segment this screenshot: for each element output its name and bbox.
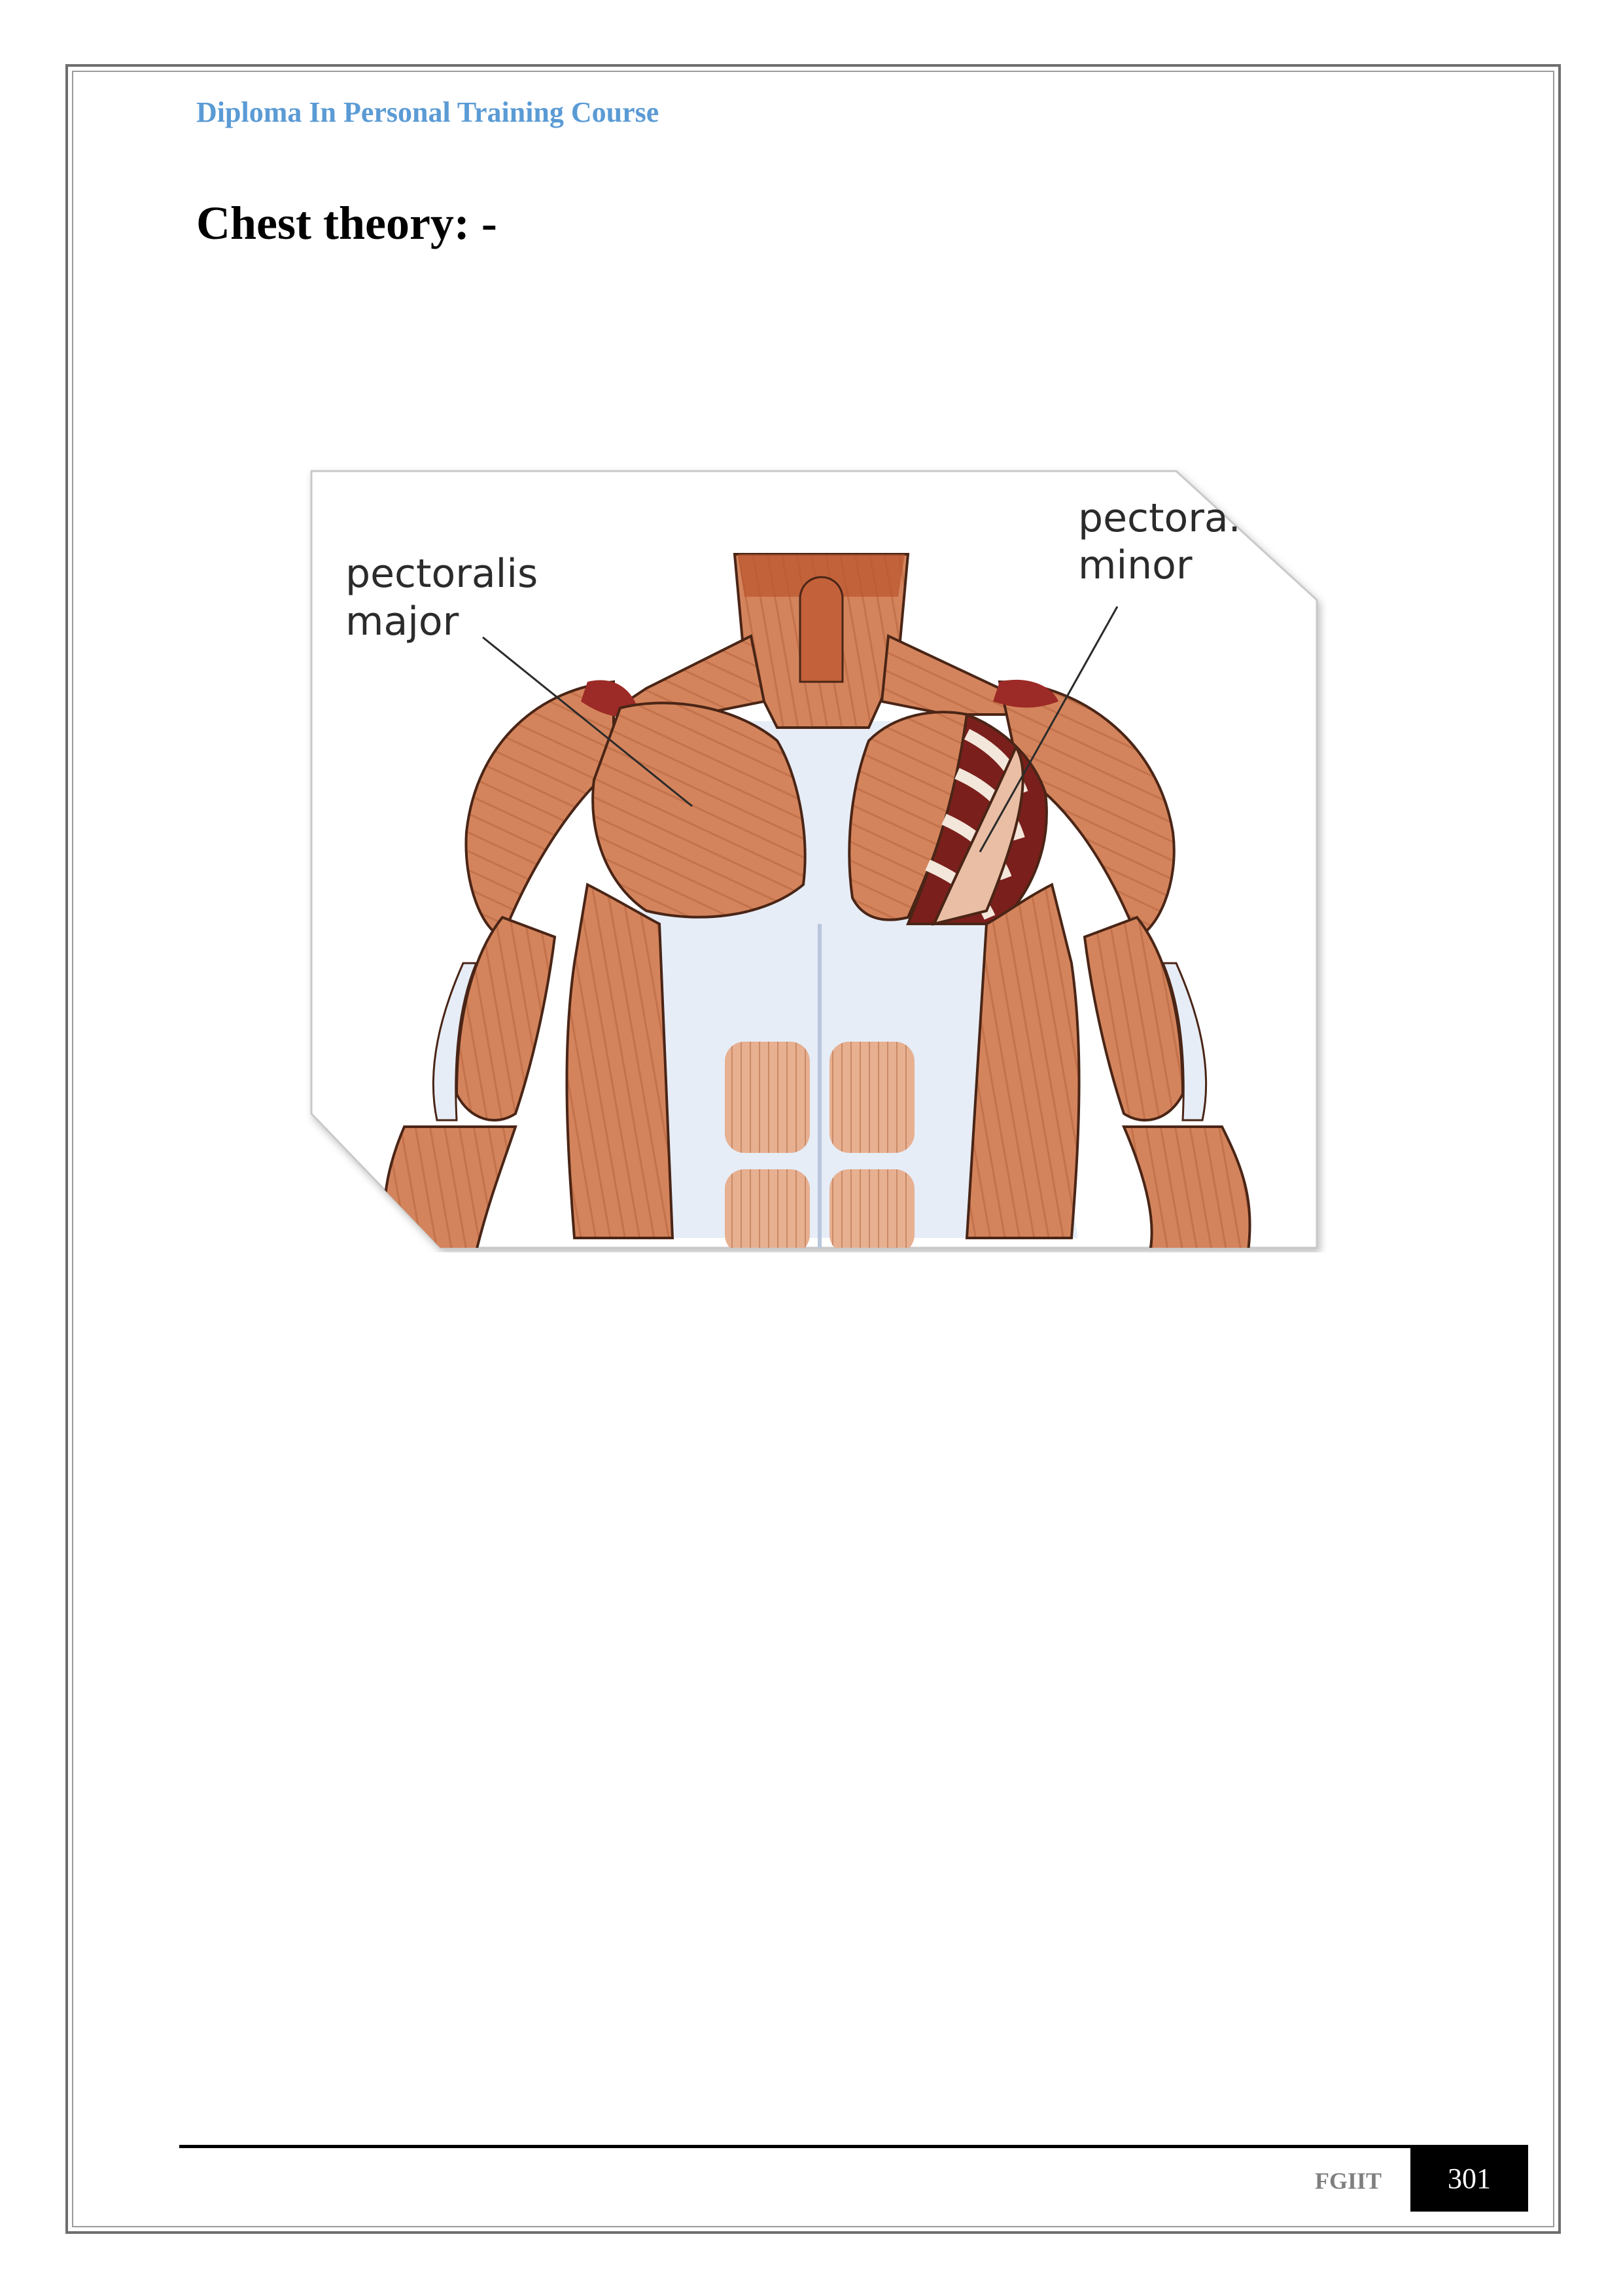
- abs-upper-left: [725, 1042, 810, 1153]
- forearm-left: [383, 1125, 517, 1248]
- running-header: Diploma In Personal Training Course: [196, 96, 659, 128]
- biceps-left: [455, 915, 557, 1122]
- neck-top-dark: [738, 554, 905, 597]
- deltoid-right-cap: [993, 679, 1058, 708]
- section-heading: Chest theory: -: [196, 197, 497, 249]
- chest-muscle-illustration: pectoralis major pectora. minor: [310, 470, 1318, 1249]
- abs-lower-left: [725, 1169, 810, 1248]
- label-pectoralis-minor-line1: pectora.: [1078, 495, 1241, 541]
- triceps-left: [432, 962, 478, 1122]
- deltoid-left: [464, 680, 615, 939]
- leader-line-pectoralis-major: [482, 636, 693, 807]
- label-pectoralis-major-line2: major: [345, 599, 459, 645]
- serratus-right: [965, 883, 1081, 1239]
- label-pectoralis-major-line1: pectoralis: [345, 551, 538, 597]
- page-number: 301: [1410, 2145, 1528, 2212]
- page-border-outer: [65, 64, 1561, 2234]
- leader-line-pectoralis-minor: [979, 606, 1119, 853]
- abs-upper-right: [829, 1042, 915, 1153]
- footer-rule: [179, 2145, 1528, 2148]
- neck-center: [799, 576, 844, 683]
- deltoid-right: [998, 680, 1176, 939]
- serratus-left: [565, 882, 674, 1239]
- forearm-right: [1121, 1125, 1251, 1248]
- label-pectoralis-minor-line2: minor: [1078, 542, 1193, 588]
- pectoralis-major-right: [848, 711, 969, 921]
- pectoralis-minor: [932, 744, 1024, 926]
- pectoralis-major-left: [591, 701, 807, 919]
- footer-label: FGIIT: [1315, 2168, 1382, 2194]
- chest-muscle-figure: pectoralis major pectora. minor: [306, 466, 1327, 1252]
- triceps-right: [1161, 962, 1208, 1122]
- page-border-inner: [72, 71, 1554, 2227]
- biceps-right: [1083, 915, 1185, 1122]
- abs-lower-right: [829, 1169, 915, 1248]
